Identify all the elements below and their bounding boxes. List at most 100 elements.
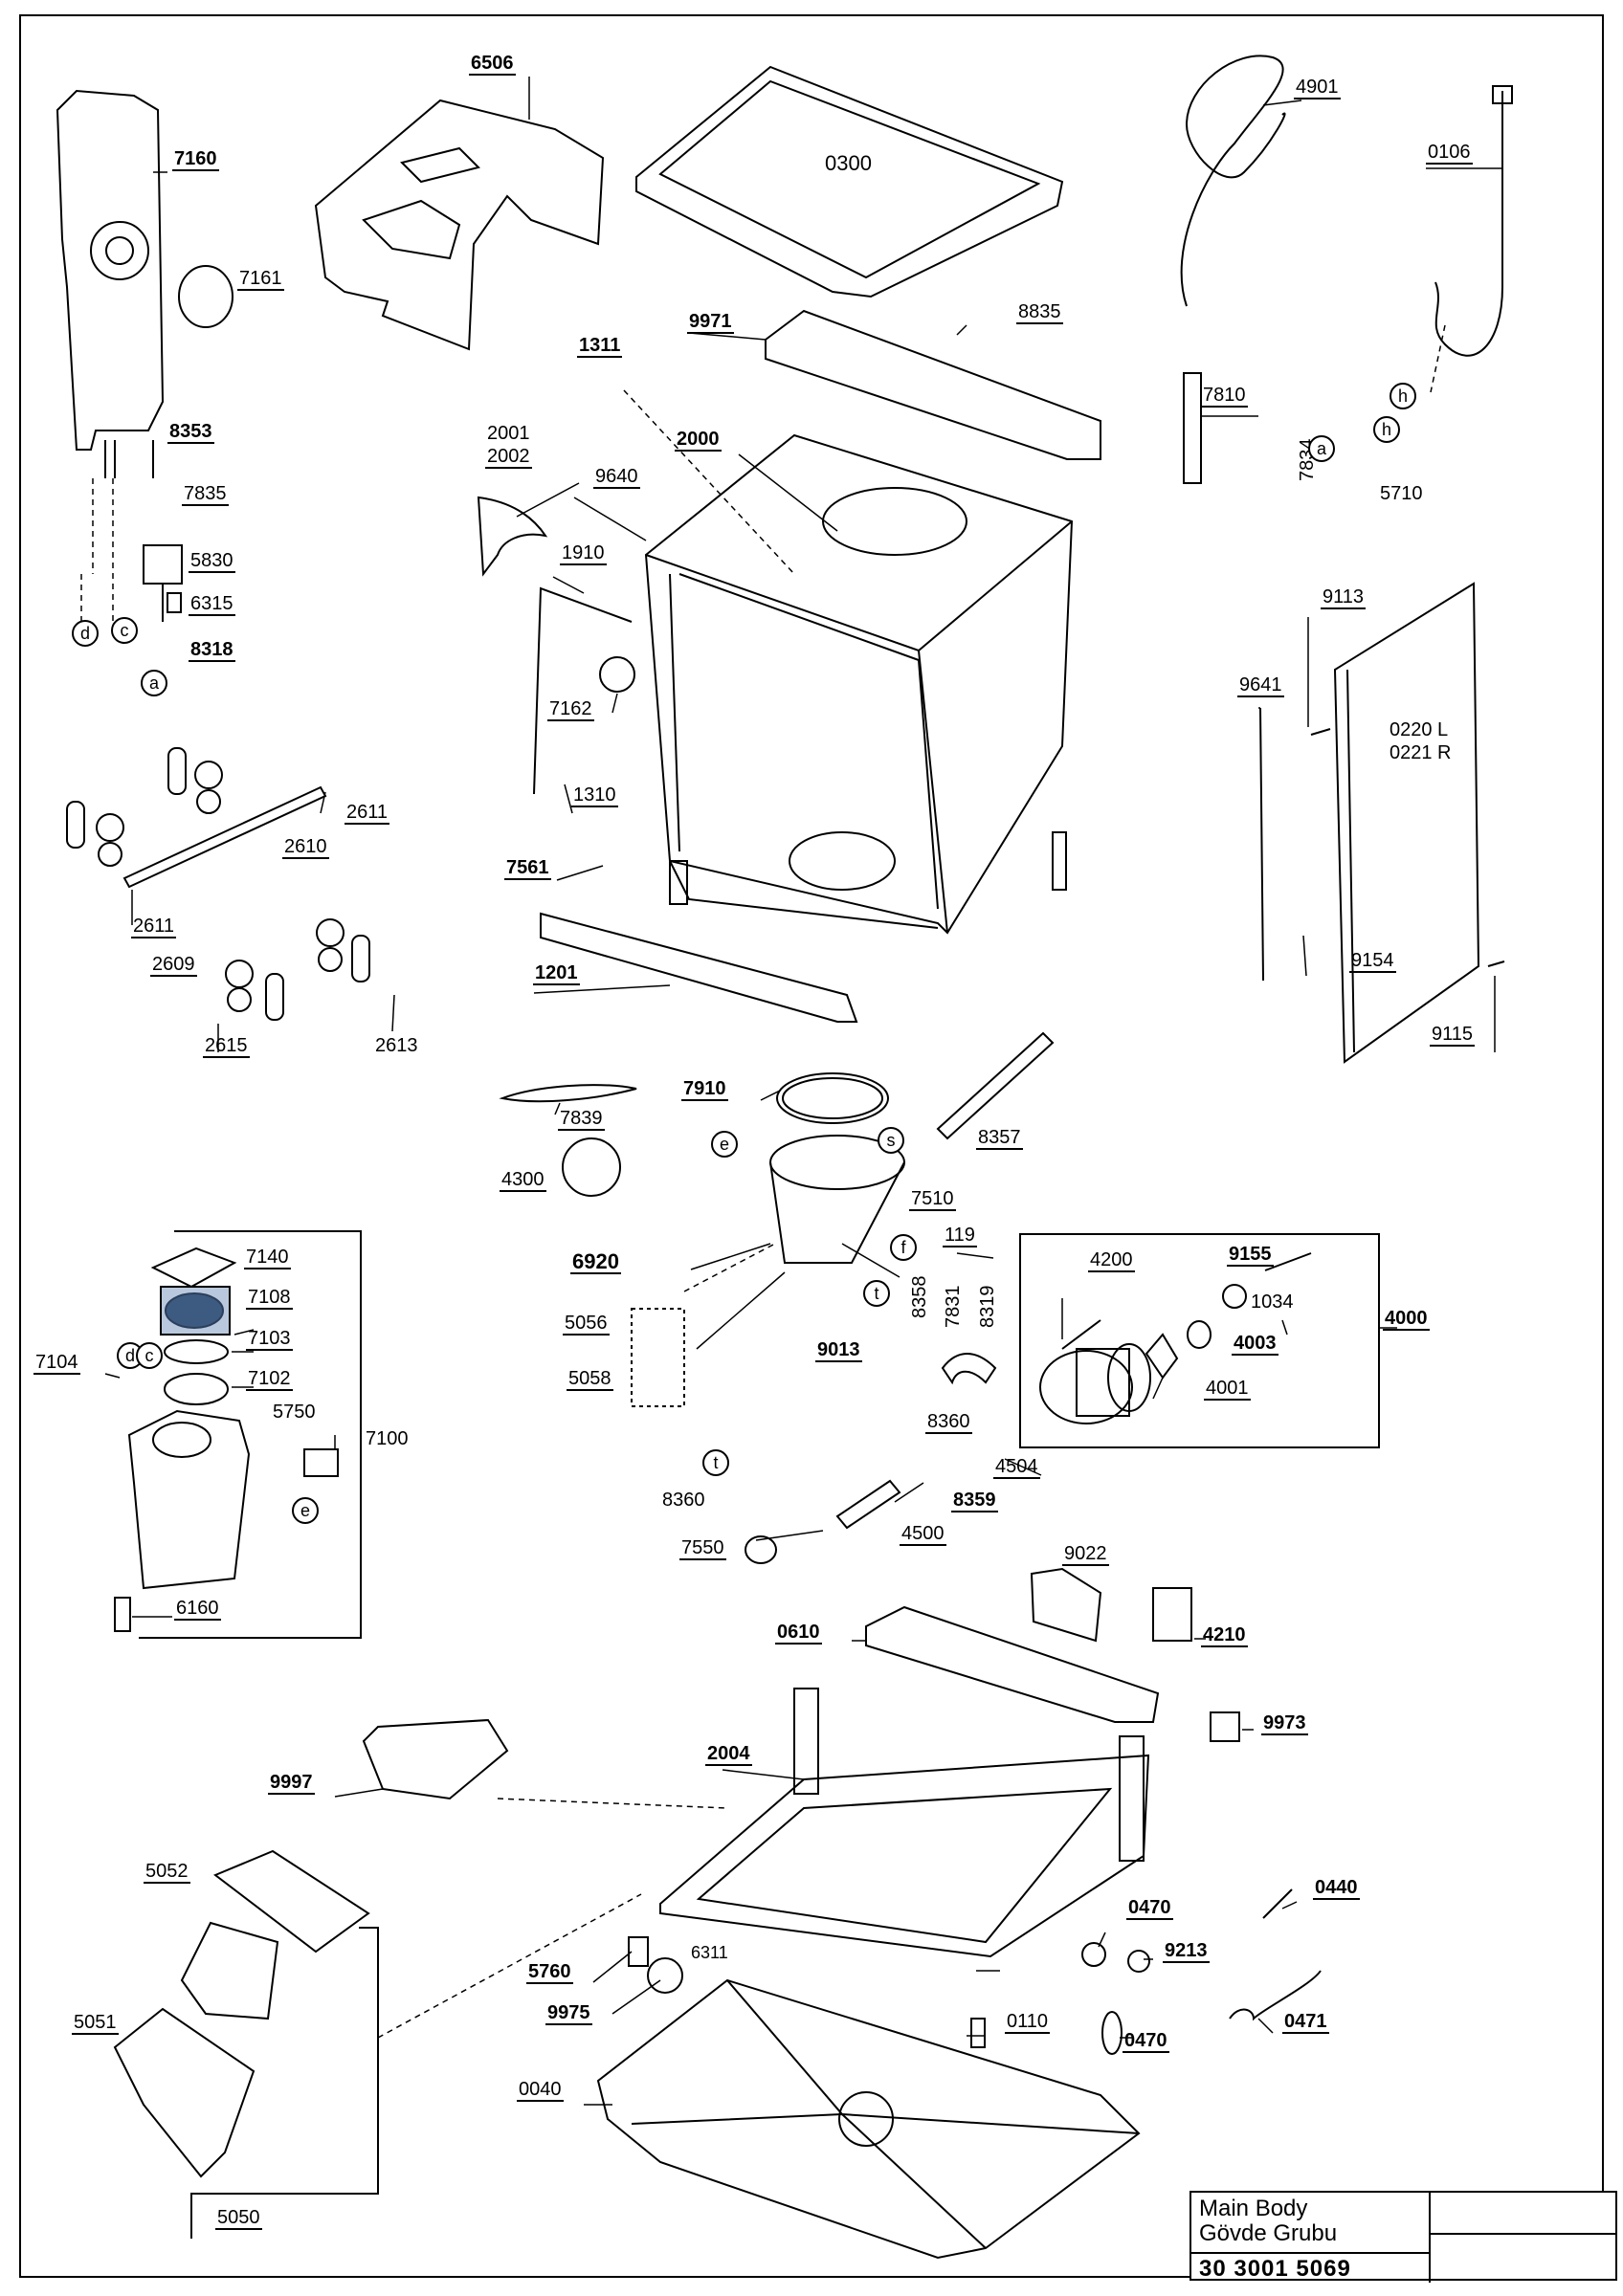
title-block-empty-cell — [1431, 2193, 1615, 2235]
part-4003-shape — [1187, 1320, 1212, 1349]
label-7160: 7160 — [172, 148, 219, 171]
part-1910-shape — [533, 586, 633, 795]
label-9641: 9641 — [1237, 674, 1284, 697]
part-9155-screw — [1264, 1252, 1312, 1271]
label-0110: 0110 — [1005, 2011, 1051, 2034]
hinge-parts — [66, 747, 370, 1021]
label-9113: 9113 — [1321, 586, 1367, 609]
part-0106-connector — [1492, 85, 1513, 104]
part-2001-shape — [477, 496, 548, 577]
drawing-frame — [19, 14, 1604, 2278]
part-2004-shape — [659, 1688, 1150, 1958]
label-7510: 7510 — [909, 1188, 956, 1211]
part-4500-shape — [835, 1479, 901, 1530]
label-2611-bottom: 2611 — [131, 916, 177, 938]
label-7104: 7104 — [33, 1352, 80, 1375]
callout-d-top: d — [72, 620, 99, 647]
part-0106-shape — [1434, 91, 1503, 357]
part-0471-shape — [1229, 1970, 1322, 2021]
title-name-tr: Gövde Grubu — [1199, 2220, 1338, 2246]
label-8360-right: 8360 — [925, 1411, 972, 1434]
label-4500: 4500 — [900, 1523, 946, 1546]
part-7839-shape — [499, 1084, 637, 1103]
part-0220-door-shape — [1333, 582, 1480, 1064]
label-2610: 2610 — [282, 836, 329, 859]
part-7108-disc — [165, 1292, 224, 1329]
part-7910-inner — [782, 1077, 883, 1119]
title-name-en: Main Body — [1199, 2196, 1308, 2221]
label-9013: 9013 — [815, 1339, 862, 1362]
label-9971: 9971 — [687, 311, 734, 334]
label-9973: 9973 — [1261, 1712, 1308, 1735]
part-4000-pump-shape — [1039, 1343, 1151, 1424]
label-6506: 6506 — [469, 53, 516, 76]
label-0470-bottom: 0470 — [1123, 2030, 1169, 2053]
label-0471: 0471 — [1282, 2011, 1329, 2034]
title-code: 30 3001 5069 — [1191, 2252, 1429, 2285]
callout-a-right: a — [1308, 435, 1335, 462]
title-block-main-cell: Main Body Gövde Grubu 30 3001 5069 — [1191, 2193, 1431, 2283]
label-7839: 7839 — [558, 1108, 605, 1131]
label-5710: 5710 — [1380, 483, 1423, 504]
part-7100-group-box — [139, 1230, 362, 1639]
label-8353: 8353 — [167, 421, 214, 444]
label-0040: 0040 — [517, 2079, 564, 2102]
part-7140-shape — [150, 1247, 237, 1289]
label-7810: 7810 — [1201, 385, 1248, 408]
label-9155: 9155 — [1227, 1244, 1274, 1267]
label-5051: 5051 — [72, 2012, 119, 2035]
label-6160: 6160 — [174, 1598, 221, 1621]
label-4001: 4001 — [1204, 1378, 1251, 1401]
callout-h-upper: h — [1390, 383, 1416, 409]
label-7831: 7831 — [943, 1285, 964, 1329]
label-7910: 7910 — [681, 1078, 728, 1101]
label-5052: 5052 — [144, 1861, 190, 1884]
label-0610: 0610 — [775, 1622, 822, 1645]
label-2611-top: 2611 — [345, 802, 390, 825]
part-9213-shape — [1127, 1950, 1150, 1973]
part-9971-shape — [765, 309, 1101, 460]
label-2613: 2613 — [375, 1035, 418, 1056]
label-5058: 5058 — [567, 1368, 613, 1391]
label-9997: 9997 — [268, 1772, 315, 1795]
part-7550-shape — [745, 1535, 777, 1564]
part-7161-shape — [178, 265, 233, 328]
label-2609: 2609 — [150, 954, 197, 977]
label-1201: 1201 — [533, 962, 580, 985]
callout-a-top: a — [141, 670, 167, 696]
label-4200: 4200 — [1088, 1249, 1135, 1272]
label-8318: 8318 — [189, 639, 235, 662]
label-0220: 0220 L — [1390, 719, 1449, 740]
part-4901-shape — [1180, 55, 1286, 307]
part-8357-shape — [936, 1031, 1055, 1140]
label-7550: 7550 — [679, 1537, 726, 1560]
part-9113-screw — [1310, 728, 1331, 736]
label-4300: 4300 — [500, 1169, 546, 1192]
callout-e-bottom: e — [292, 1497, 319, 1524]
label-9640: 9640 — [593, 466, 640, 489]
part-9973-shape — [1210, 1711, 1240, 1742]
callout-t-middle: t — [863, 1280, 890, 1307]
label-2004: 2004 — [705, 1743, 752, 1766]
part-0610-shape — [865, 1605, 1160, 1723]
part-9115-screw — [1487, 960, 1505, 967]
label-9975: 9975 — [545, 2002, 592, 2025]
part-2000-shape — [644, 433, 1074, 935]
part-6506-shape — [314, 99, 605, 351]
label-5760: 5760 — [526, 1961, 573, 1984]
label-7561: 7561 — [504, 857, 551, 880]
label-1310: 1310 — [571, 784, 618, 807]
label-0440: 0440 — [1313, 1877, 1360, 1900]
part-5052-shape — [213, 1849, 370, 1954]
part-7100-shape — [127, 1409, 251, 1590]
label-7162: 7162 — [547, 698, 594, 721]
label-4000: 4000 — [1383, 1308, 1430, 1331]
label-2001: 2001 — [487, 423, 530, 444]
part-9641-shape — [1259, 707, 1264, 982]
label-9115: 9115 — [1430, 1024, 1476, 1047]
label-119: 119 — [943, 1225, 977, 1247]
part-7160-shape — [56, 89, 165, 478]
callout-c-top: c — [111, 617, 138, 644]
label-7161: 7161 — [237, 268, 284, 291]
